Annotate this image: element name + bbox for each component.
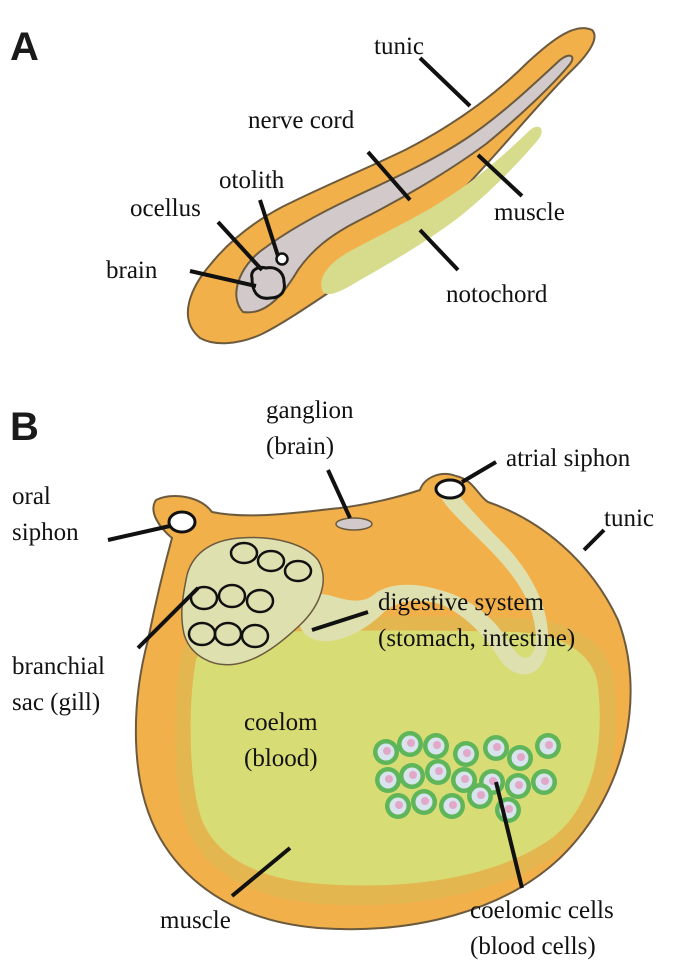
coelomic-cell-nucleus — [541, 777, 549, 785]
label-coelomic-cells: coelomic cells — [470, 897, 614, 924]
label-ocellus: ocellus — [130, 195, 201, 222]
coelomic-cell-nucleus — [517, 753, 525, 761]
label-digestive-detail: (stomach, intestine) — [378, 625, 575, 652]
oral-siphon-opening — [169, 512, 195, 532]
larva-nerve-cord — [236, 56, 572, 313]
leader-notochord — [420, 230, 458, 270]
leader-tunic-a — [420, 58, 470, 106]
label-muscle-a: muscle — [494, 199, 565, 226]
label-tunic-b: tunic — [604, 505, 654, 532]
label-notochord: notochord — [446, 281, 548, 308]
label-branchial: branchial — [12, 653, 105, 680]
coelomic-cell-nucleus — [433, 741, 441, 749]
leader-tunic-b — [584, 530, 604, 550]
label-ganglion-brain: (brain) — [266, 433, 334, 460]
label-atrial-siphon: atrial siphon — [506, 445, 631, 472]
coelomic-cell-nucleus — [515, 781, 523, 789]
coelomic-cell-nucleus — [505, 805, 513, 813]
coelomic-cell-nucleus — [407, 739, 415, 747]
coelomic-cell-nucleus — [385, 775, 393, 783]
label-tunic-a: tunic — [374, 33, 424, 60]
label-digestive-system: digestive system — [378, 589, 545, 616]
panel-a-letter: A — [10, 25, 39, 69]
coelomic-cell-nucleus — [461, 775, 469, 783]
label-otolith: otolith — [219, 167, 285, 194]
coelomic-cell-nucleus — [463, 749, 471, 757]
coelomic-cell-nucleus — [493, 743, 501, 751]
coelomic-cell-nucleus — [477, 791, 485, 799]
atrial-siphon-opening — [436, 480, 464, 498]
label-branchial-gill: sac (gill) — [12, 689, 100, 716]
label-oral-siphon: siphon — [12, 519, 79, 546]
label-muscle-b: muscle — [160, 907, 231, 934]
leader-oral-siphon — [108, 526, 170, 540]
label-coelomic-blood-cells: (blood cells) — [470, 933, 596, 960]
label-oral: oral — [12, 483, 51, 510]
leader-atrial-siphon — [462, 462, 496, 482]
label-nerve-cord: nerve cord — [248, 107, 355, 134]
ganglion — [336, 518, 372, 530]
panel-b-letter: B — [10, 405, 39, 449]
coelomic-cell-nucleus — [421, 797, 429, 805]
label-coelom: coelom — [244, 709, 318, 736]
coelomic-cell-nucleus — [435, 767, 443, 775]
coelomic-cell-nucleus — [395, 801, 403, 809]
coelomic-cell-nucleus — [383, 747, 391, 755]
coelomic-cell-nucleus — [545, 741, 553, 749]
coelomic-cell-nucleus — [409, 771, 417, 779]
adult — [136, 474, 631, 929]
label-coelom-blood: (blood) — [244, 745, 318, 772]
coelomic-cell-nucleus — [449, 801, 457, 809]
larva-brain — [252, 267, 285, 298]
label-ganglion: ganglion — [266, 397, 354, 424]
label-brain-a: brain — [106, 257, 158, 284]
